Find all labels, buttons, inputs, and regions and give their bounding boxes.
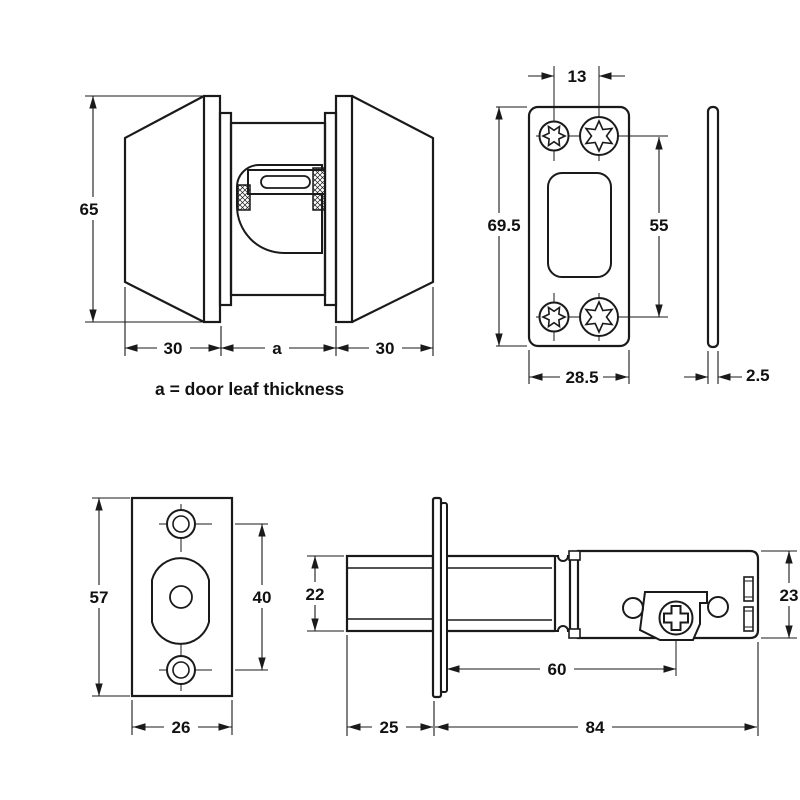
latch-faceplate [431, 496, 443, 699]
phillips-cross-icon [663, 605, 689, 631]
strike-screw-hole-bottom-inner [172, 661, 190, 679]
dim-knob-left-projection: 30 [164, 339, 183, 358]
strike-screw-hole-top-inner [172, 515, 190, 533]
screw-holes [538, 116, 619, 337]
case-slot-top [743, 576, 754, 602]
dim-backset: 60 [548, 660, 567, 679]
left-rose-flange [202, 94, 222, 324]
dim-hole-pitch: 55 [650, 216, 669, 235]
case-hole-left [622, 597, 644, 619]
latch-backplate [440, 502, 448, 693]
case-slot-bottom [743, 606, 754, 632]
lock-mechanism-section [236, 164, 326, 254]
door-leaf-note: a = door leaf thickness [155, 379, 344, 399]
dim-faceplate-width: 28.5 [565, 368, 598, 387]
dim-strike-width: 26 [172, 718, 191, 737]
knob-dimensions: 65 30 a 30 [72, 95, 434, 358]
dim-door-thickness: a [272, 339, 282, 358]
dim-knob-right-projection: 30 [376, 339, 395, 358]
dim-bolt-height: 22 [306, 585, 325, 604]
strike-plate-view: 57 40 26 [83, 496, 278, 737]
strike-dimensions: 57 40 26 [83, 497, 278, 737]
right-neck [323, 111, 338, 307]
faceplate-outline [527, 105, 631, 348]
knob-assembly-view: 65 30 a 30 a = door leaf thickness [72, 94, 435, 399]
hatch-block-left [237, 184, 251, 211]
faceplate-side-view: 2.5 [684, 105, 770, 385]
dim-strike-height: 57 [90, 588, 109, 607]
faceplate-side-outline [706, 105, 720, 349]
case-hole-right [707, 596, 729, 618]
right-knob [351, 95, 435, 323]
latch-dimensions: 22 23 60 25 84 [299, 550, 800, 737]
strike-center-hole [169, 585, 193, 609]
case-tab-top [568, 550, 581, 561]
spindle-slot [260, 175, 311, 189]
latch-bolt [345, 554, 435, 633]
faceplate-dimensions: 13 69.5 55 28.5 [481, 67, 674, 387]
faceplate-front-view: 13 69.5 55 28.5 [481, 66, 674, 387]
dim-knob-height: 65 [80, 200, 99, 219]
latchbolt-side-view: 22 23 60 25 84 [299, 496, 800, 737]
latch-body [447, 554, 572, 633]
faceplate-side-dimensions: 2.5 [684, 351, 770, 385]
left-neck [218, 111, 233, 307]
dim-faceplate-thickness: 2.5 [746, 366, 770, 385]
hatch-block-right [312, 167, 326, 211]
faceplate-cutout [547, 172, 612, 278]
dim-hole-offset: 13 [568, 67, 587, 86]
right-rose-flange [334, 94, 354, 324]
dim-case-height: 23 [780, 586, 799, 605]
dim-bolt-length: 25 [380, 718, 399, 737]
case-tab-bottom [568, 628, 581, 639]
left-knob [123, 95, 205, 323]
latch-case-details [622, 576, 754, 676]
dim-faceplate-height: 69.5 [487, 216, 520, 235]
dim-strike-hole-pitch: 40 [253, 588, 272, 607]
dim-case-length: 84 [586, 718, 605, 737]
